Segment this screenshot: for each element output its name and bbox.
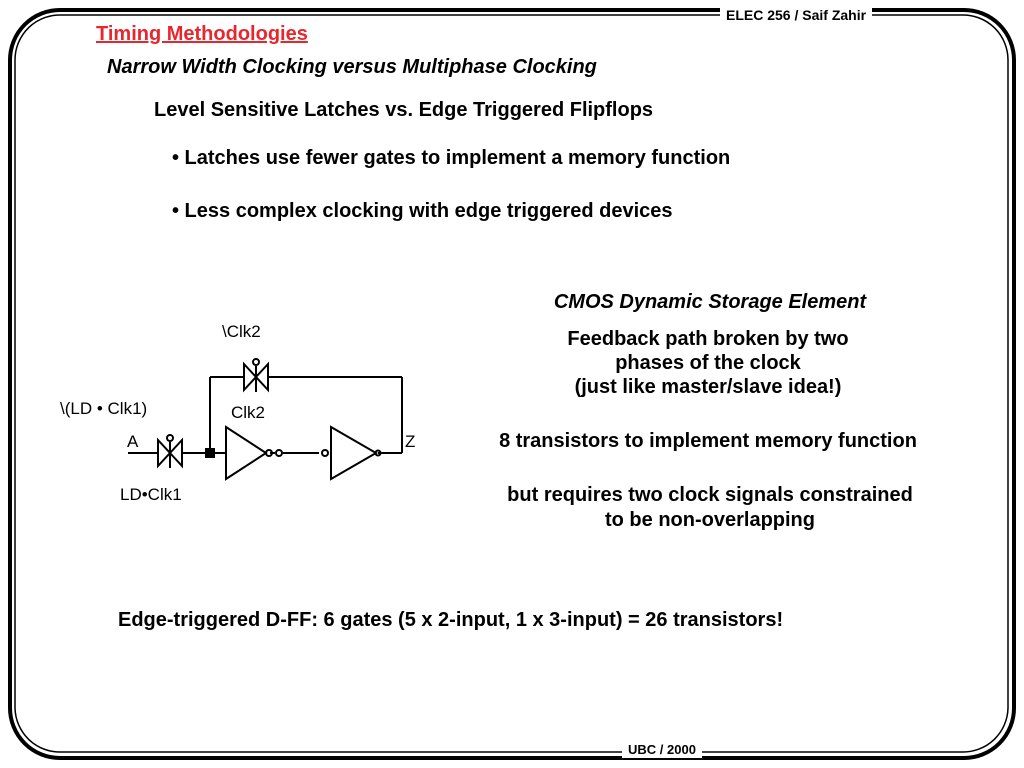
transistor-count-text: 8 transistors to implement memory functi… <box>499 430 917 452</box>
input-transmission-gate <box>157 434 183 469</box>
label-ld-clk1: LD•Clk1 <box>120 485 182 504</box>
junction-dot <box>205 448 215 458</box>
inverter-1 <box>225 425 268 481</box>
label-output-z: Z <box>405 432 415 451</box>
node-marker <box>275 449 283 457</box>
cmos-heading: CMOS Dynamic Storage Element <box>553 291 867 313</box>
label-nld-clk1: \(LD • Clk1) <box>60 399 147 418</box>
requirement-line: to be non-overlapping <box>605 509 815 531</box>
feedback-transmission-gate <box>243 358 269 393</box>
feedback-line: phases of the clock <box>615 352 801 374</box>
label-input-a: A <box>127 432 139 451</box>
course-header: ELEC 256 / Saif Zahir <box>720 7 873 23</box>
topic-heading: Level Sensitive Latches vs. Edge Trigger… <box>154 99 654 121</box>
inverter-bubble <box>265 449 273 457</box>
inverter-2 <box>330 425 378 481</box>
bullet-item: • Latches use fewer gates to implement a… <box>172 147 731 169</box>
feedback-line: Feedback path broken by two <box>567 328 849 350</box>
slide-title: Timing Methodologies <box>96 23 308 45</box>
footer-label: UBC / 2000 <box>622 742 702 758</box>
inverter-bubble <box>374 449 382 457</box>
label-clk2: Clk2 <box>231 403 265 422</box>
bullet-item: • Less complex clocking with edge trigge… <box>172 200 673 222</box>
node-marker <box>321 449 329 457</box>
dff-summary: Edge-triggered D-FF: 6 gates (5 x 2-inpu… <box>118 609 784 631</box>
label-nclk2: \Clk2 <box>222 322 261 341</box>
slide-subtitle: Narrow Width Clocking versus Multiphase … <box>107 56 597 78</box>
requirement-line: but requires two clock signals constrain… <box>507 484 913 506</box>
feedback-line: (just like master/slave idea!) <box>574 376 842 398</box>
